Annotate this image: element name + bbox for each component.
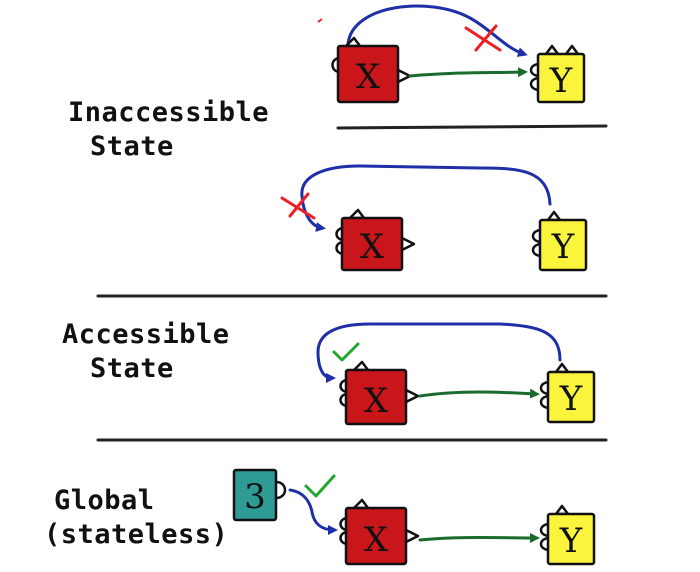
x-component: X — [331, 36, 412, 104]
data-flow-arrow — [408, 67, 528, 78]
divider-line — [336, 124, 608, 130]
stray-mark — [317, 18, 323, 23]
label-accessible-state: Accessible State — [62, 318, 230, 386]
y-component: Y — [531, 210, 588, 272]
state-access-arrow — [288, 488, 338, 535]
label-line: (stateless) — [44, 518, 229, 550]
label-inaccessible-state: Inaccessible State — [68, 96, 269, 164]
red-cross-icon — [280, 192, 316, 220]
y-letter: Y — [549, 61, 573, 101]
y-component: Y — [529, 44, 586, 104]
label-line: State — [90, 352, 174, 384]
state-value: 3 — [244, 477, 266, 517]
label-line: Inaccessible — [68, 97, 270, 128]
label-line: Accessible — [62, 319, 230, 350]
x-letter: X — [364, 381, 389, 421]
green-check-icon — [304, 474, 336, 498]
label-global-stateless: Global (stateless) — [44, 484, 228, 552]
green-check-icon — [332, 342, 360, 362]
x-letter: X — [356, 57, 381, 97]
y-letter: Y — [559, 379, 583, 419]
x-letter: X — [364, 520, 389, 560]
state-component: 3 — [232, 468, 287, 522]
label-line: State — [90, 130, 174, 162]
y-letter: Y — [551, 227, 575, 267]
data-flow-arrow — [418, 388, 540, 399]
state-access-arrow — [300, 164, 552, 232]
y-component: Y — [539, 362, 596, 424]
state-access-arrow — [346, 4, 528, 57]
x-component: X — [339, 498, 420, 566]
x-letter: X — [360, 227, 385, 267]
label-line: Global — [54, 485, 155, 516]
y-component: Y — [539, 504, 596, 566]
red-cross-icon — [464, 24, 502, 52]
x-component: X — [339, 360, 420, 426]
data-flow-arrow — [418, 532, 540, 543]
state-access-arrow — [316, 322, 562, 383]
x-component: X — [335, 208, 416, 272]
y-letter: Y — [559, 521, 583, 561]
